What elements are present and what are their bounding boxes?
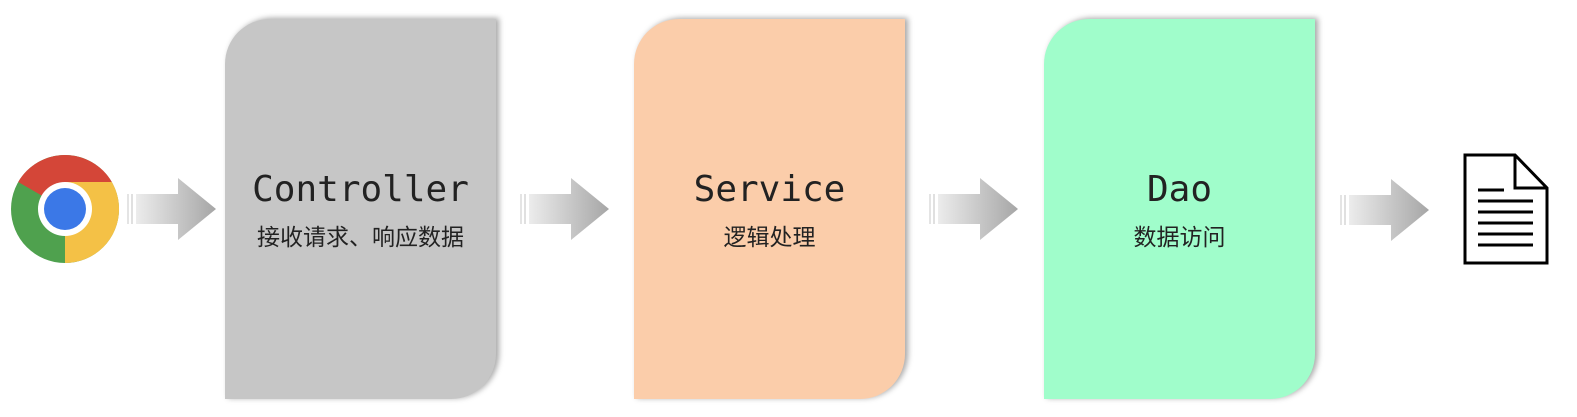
right-arrow-icon: [1340, 179, 1430, 241]
controller-subtitle: 接收请求、响应数据: [257, 225, 464, 251]
right-arrow-icon: [929, 178, 1019, 240]
dao-box: Dao 数据访问: [1044, 19, 1315, 399]
chrome-browser-icon: [10, 153, 120, 265]
right-arrow-icon: [127, 178, 217, 240]
service-box: Service 逻辑处理: [634, 19, 905, 399]
dao-subtitle: 数据访问: [1133, 225, 1226, 251]
right-arrow-icon: [520, 178, 610, 240]
controller-title: Controller: [252, 169, 469, 210]
controller-box: Controller 接收请求、响应数据: [225, 19, 496, 399]
document-icon: [1463, 153, 1549, 265]
service-subtitle: 逻辑处理: [723, 225, 816, 251]
dao-title: Dao: [1146, 169, 1213, 210]
service-title: Service: [693, 169, 846, 210]
